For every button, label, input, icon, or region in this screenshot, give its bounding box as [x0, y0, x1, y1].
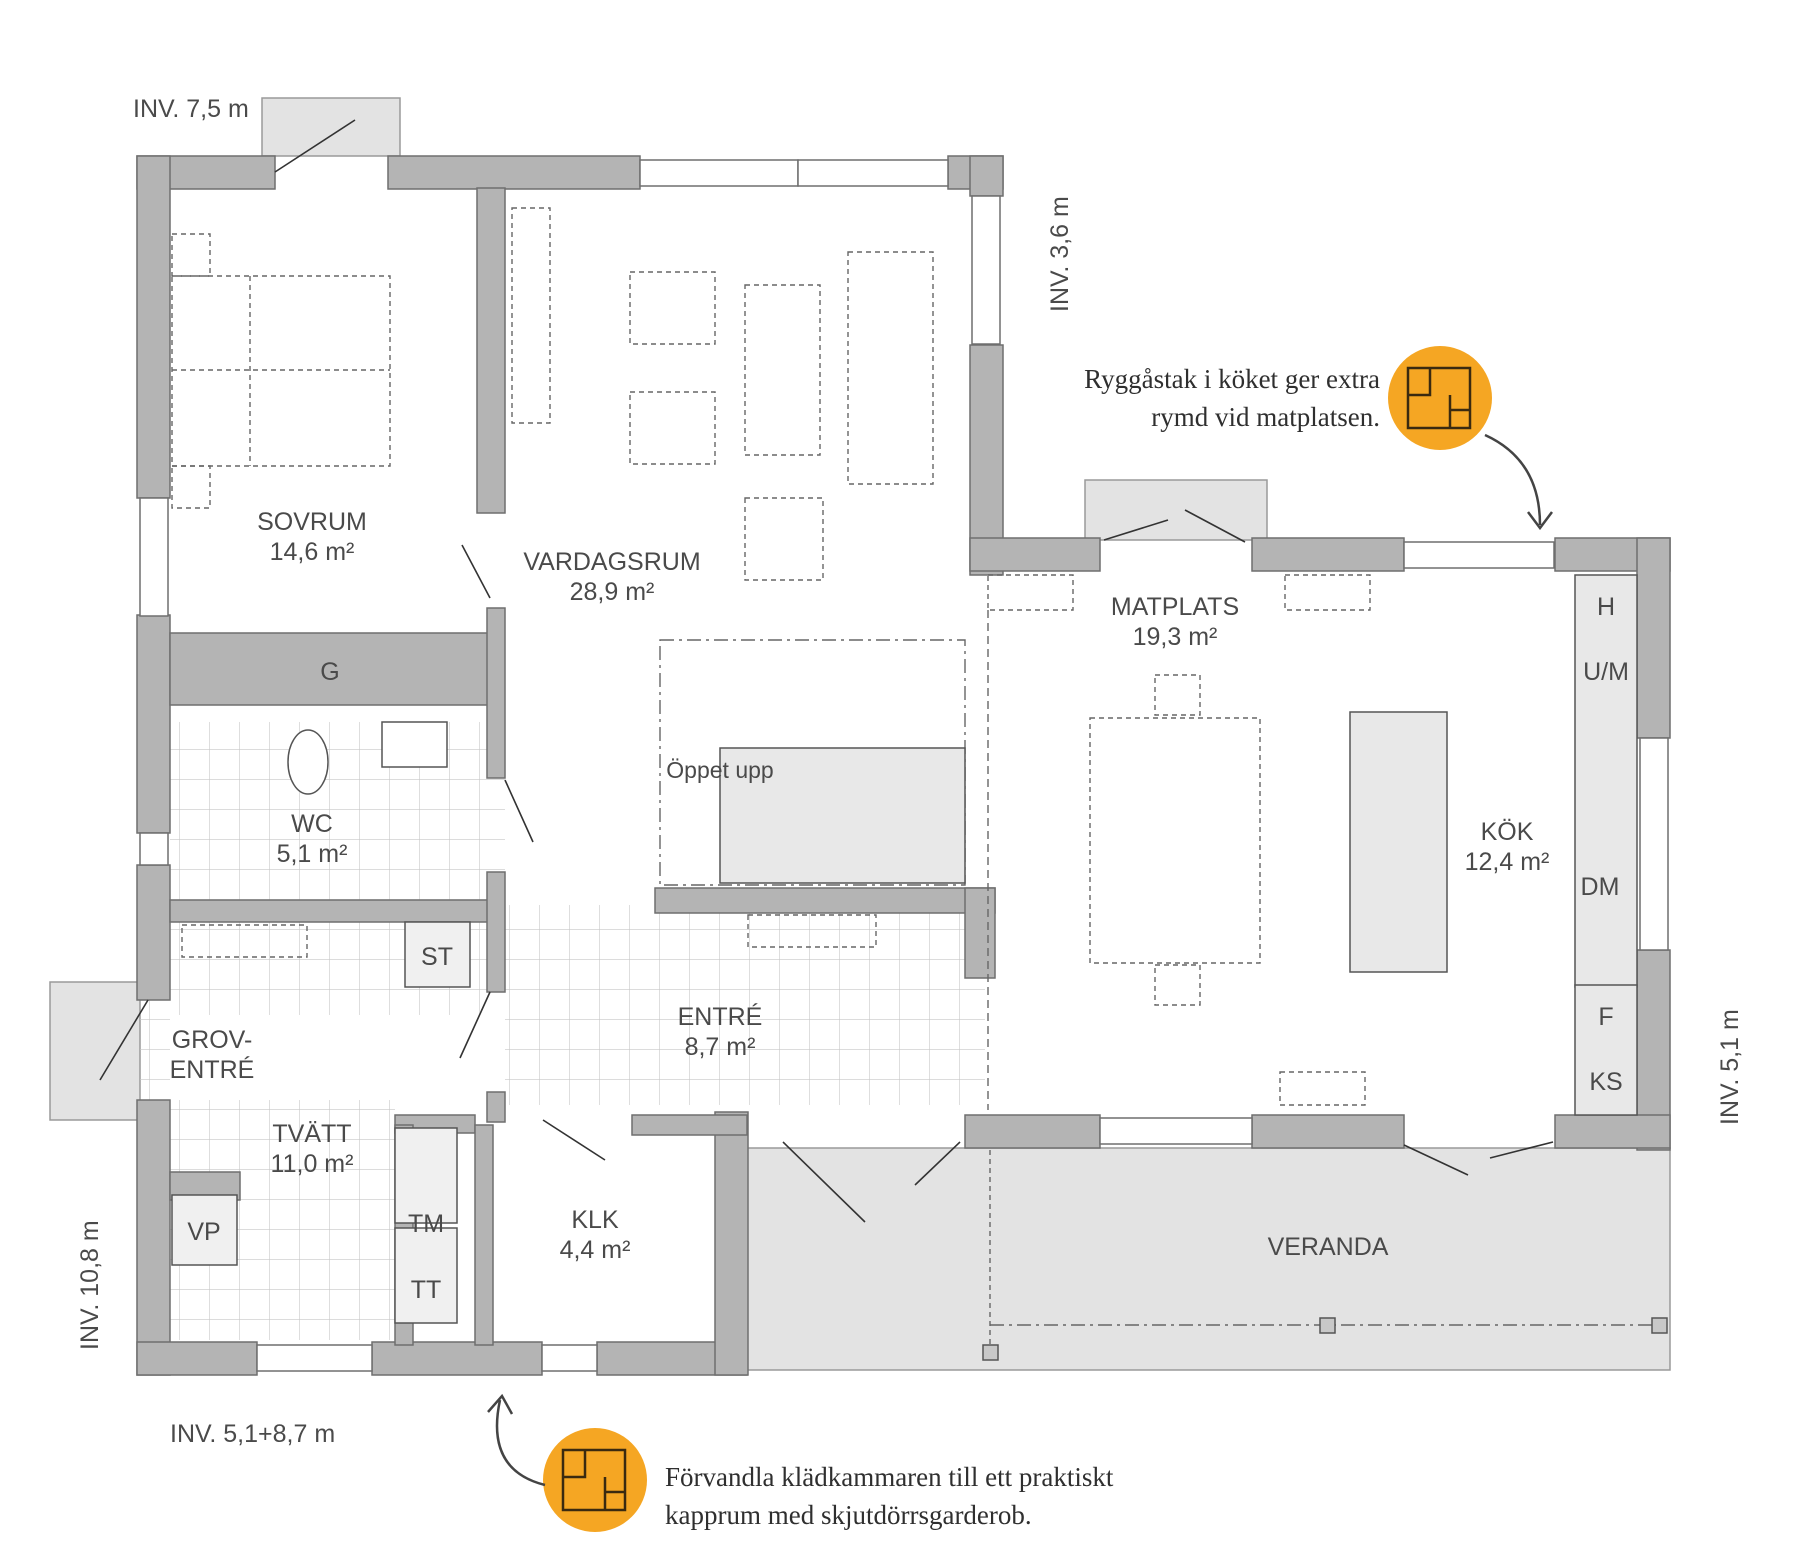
room-tvatt-name: TVÄTT: [272, 1120, 351, 1148]
room-tvatt-area: 11,0 m²: [271, 1150, 354, 1178]
note-top: Ryggåstak i köket ger extra rymd vid mat…: [1000, 360, 1380, 436]
label-g: G: [320, 658, 339, 686]
label-ks: KS: [1589, 1068, 1622, 1096]
veranda-posts: [982, 1317, 1668, 1361]
label-oppet-upp: Öppet upp: [666, 757, 773, 783]
label-tt: TT: [411, 1276, 442, 1304]
room-grov-name2: ENTRÉ: [170, 1055, 255, 1084]
windows: [139, 159, 1669, 1372]
note-bottom: Förvandla klädkammaren till ett praktisk…: [665, 1458, 1185, 1534]
room-sovrum-area: 14,6 m²: [270, 538, 355, 566]
room-kok-area: 12,4 m²: [1465, 848, 1550, 876]
kitchen-island: [1349, 711, 1448, 973]
room-wc-name: WC: [291, 810, 333, 838]
fixtures: [171, 574, 1638, 1324]
room-sovrum-name: SOVRUM: [257, 508, 367, 536]
dim-top-left: INV. 7,5 m: [133, 95, 249, 123]
note-bottom-line1: Förvandla klädkammaren till ett praktisk…: [665, 1462, 1114, 1492]
room-klk-area: 4,4 m²: [560, 1236, 631, 1264]
dim-right-bottom: INV. 5,1 m: [1716, 1009, 1744, 1125]
floorplan-icon-top: [1388, 346, 1492, 450]
stair-block: [719, 747, 966, 884]
room-grov-name1: GROV-: [172, 1026, 253, 1054]
room-entre-name: ENTRÉ: [678, 1002, 763, 1031]
dim-left-bottom: INV. 10,8 m: [76, 1220, 104, 1350]
note-top-line2: rymd vid matplatsen.: [1151, 402, 1380, 432]
label-dm: DM: [1581, 873, 1620, 901]
label-vp: VP: [187, 1218, 220, 1246]
room-vardagsrum-name: VARDAGSRUM: [523, 548, 700, 576]
room-klk-name: KLK: [571, 1206, 619, 1234]
label-tm: TM: [408, 1210, 444, 1238]
room-veranda-name: VERANDA: [1268, 1233, 1389, 1261]
room-entre-area: 8,7 m²: [685, 1033, 756, 1061]
dim-right-top: INV. 3,6 m: [1046, 196, 1074, 312]
note-bottom-line2: kapprum med skjutdörrsgarderob.: [665, 1500, 1032, 1530]
dim-bottom-left: INV. 5,1+8,7 m: [170, 1420, 335, 1448]
arrow-bottom: [487, 1393, 546, 1487]
note-top-line1: Ryggåstak i köket ger extra: [1084, 364, 1380, 394]
door-swings: [99, 119, 1554, 1223]
arrow-top: [1484, 433, 1553, 531]
room-kok-name: KÖK: [1481, 818, 1534, 846]
room-matplats-area: 19,3 m²: [1133, 623, 1218, 651]
veranda-area: [744, 1147, 1671, 1371]
room-vardagsrum-area: 28,9 m²: [570, 578, 655, 606]
outside-areas: [49, 97, 1671, 1371]
walls: [136, 155, 1671, 1376]
room-matplats-name: MATPLATS: [1111, 593, 1239, 621]
floorplan-icon-bottom: [543, 1428, 647, 1532]
label-f: F: [1598, 1003, 1613, 1031]
label-st: ST: [421, 943, 453, 971]
label-um: U/M: [1583, 658, 1629, 686]
room-wc-area: 5,1 m²: [277, 840, 348, 868]
label-h: H: [1597, 593, 1615, 621]
